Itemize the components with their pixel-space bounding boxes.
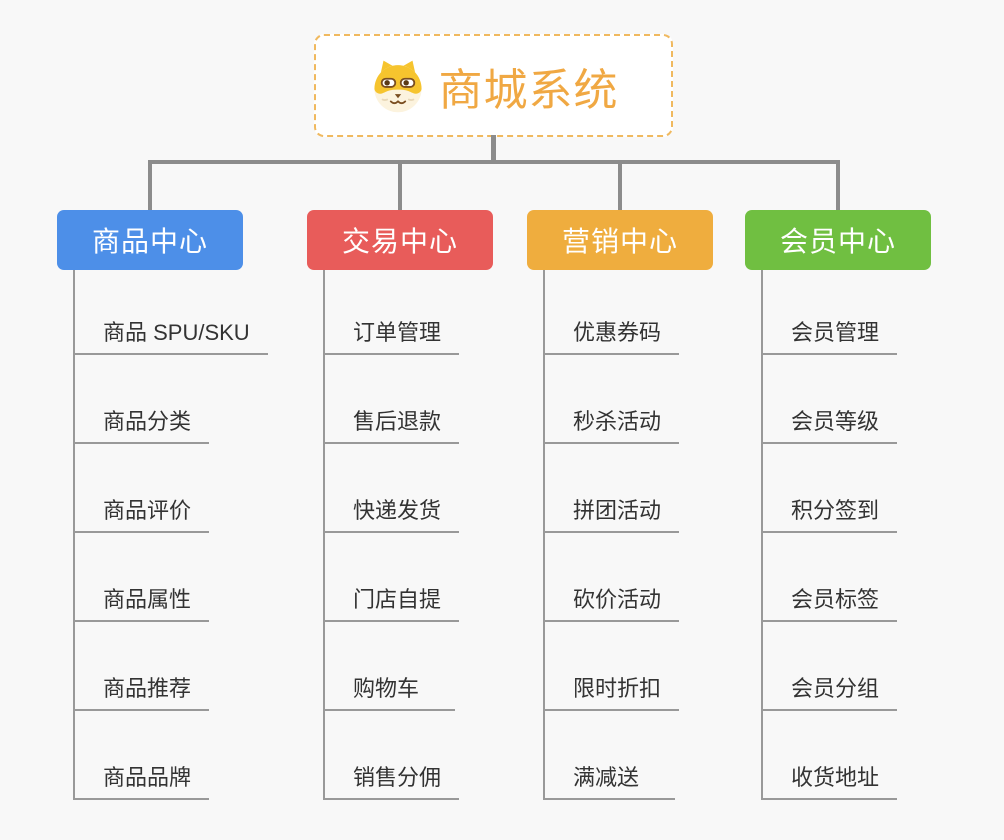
branch-node[interactable]: 会员中心 (745, 210, 931, 270)
child-node[interactable]: 购物车 (325, 622, 455, 711)
child-node[interactable]: 门店自提 (325, 533, 460, 622)
child-node[interactable]: 订单管理 (325, 270, 460, 355)
child-node[interactable]: 砍价活动 (545, 533, 680, 622)
connector-drop (398, 160, 402, 210)
branch-column: 商品中心商品 SPU/SKU 商品分类商品评价商品属性商品推荐商品品牌 (57, 210, 268, 800)
child-node-label: 会员标签 (791, 586, 880, 612)
connector-stem (491, 135, 496, 162)
child-node[interactable]: 会员标签 (763, 533, 898, 622)
root-node-title: 商城系统 (438, 65, 619, 115)
child-node[interactable]: 会员管理 (763, 270, 898, 355)
child-node[interactable]: 销售分佣 (325, 711, 460, 800)
child-node-label: 快递发货 (353, 497, 442, 523)
branch-children: 订单管理售后退款快递发货门店自提购物车销售分佣 (323, 270, 493, 800)
root-node[interactable]: 商城系统 (314, 34, 673, 137)
child-node[interactable]: 满减送 (545, 711, 675, 800)
child-node-label: 商品属性 (103, 586, 192, 612)
dog-face-icon (369, 57, 427, 115)
child-node[interactable]: 积分签到 (763, 444, 898, 533)
child-node[interactable]: 会员分组 (763, 622, 898, 711)
child-node-label: 会员等级 (791, 408, 880, 434)
child-node-label: 销售分佣 (353, 764, 442, 790)
child-node[interactable]: 收货地址 (763, 711, 898, 800)
branch-children: 优惠券码秒杀活动拼团活动砍价活动限时折扣满减送 (543, 270, 713, 800)
child-node-label: 商品品牌 (103, 764, 192, 790)
child-node[interactable]: 限时折扣 (545, 622, 680, 711)
child-node[interactable]: 优惠券码 (545, 270, 680, 355)
child-node[interactable]: 商品分类 (75, 355, 210, 444)
branch-node[interactable]: 交易中心 (307, 210, 493, 270)
child-node-label: 商品 SPU/SKU (103, 319, 250, 345)
child-node-label: 购物车 (353, 675, 420, 701)
branch-column: 营销中心优惠券码秒杀活动拼团活动砍价活动限时折扣满减送 (527, 210, 713, 800)
connector-drop (148, 160, 152, 210)
child-node-label: 会员分组 (791, 675, 880, 701)
child-node[interactable]: 售后退款 (325, 355, 460, 444)
child-node-label: 会员管理 (791, 319, 880, 345)
branch-children: 商品 SPU/SKU 商品分类商品评价商品属性商品推荐商品品牌 (73, 270, 268, 800)
child-node-label: 积分签到 (791, 497, 880, 523)
child-node-label: 商品推荐 (103, 675, 192, 701)
child-node[interactable]: 拼团活动 (545, 444, 680, 533)
child-node[interactable]: 快递发货 (325, 444, 460, 533)
child-node-label: 限时折扣 (573, 675, 662, 701)
child-node-label: 售后退款 (353, 408, 442, 434)
branch-children: 会员管理会员等级积分签到会员标签会员分组收货地址 (761, 270, 931, 800)
child-node[interactable]: 商品属性 (75, 533, 210, 622)
branch-node[interactable]: 营销中心 (527, 210, 713, 270)
connector-horizontal-bar (148, 160, 840, 164)
connector-drop (618, 160, 622, 210)
child-node-label: 砍价活动 (573, 586, 662, 612)
child-node[interactable]: 商品品牌 (75, 711, 210, 800)
child-node[interactable]: 秒杀活动 (545, 355, 680, 444)
branch-column: 交易中心订单管理售后退款快递发货门店自提购物车销售分佣 (307, 210, 493, 800)
child-node[interactable]: 商品评价 (75, 444, 210, 533)
child-node-label: 拼团活动 (573, 497, 662, 523)
child-node-label: 收货地址 (791, 764, 880, 790)
child-node[interactable]: 商品 SPU/SKU (75, 270, 268, 355)
child-node-label: 优惠券码 (573, 319, 662, 345)
connector-drop (836, 160, 840, 210)
branch-column: 会员中心会员管理会员等级积分签到会员标签会员分组收货地址 (745, 210, 931, 800)
child-node-label: 商品分类 (103, 408, 192, 434)
child-node[interactable]: 会员等级 (763, 355, 898, 444)
child-node-label: 门店自提 (353, 586, 442, 612)
child-node-label: 秒杀活动 (573, 408, 662, 434)
child-node-label: 商品评价 (103, 497, 192, 523)
child-node[interactable]: 商品推荐 (75, 622, 210, 711)
branch-node[interactable]: 商品中心 (57, 210, 243, 270)
child-node-label: 满减送 (573, 764, 640, 790)
child-node-label: 订单管理 (353, 319, 442, 345)
